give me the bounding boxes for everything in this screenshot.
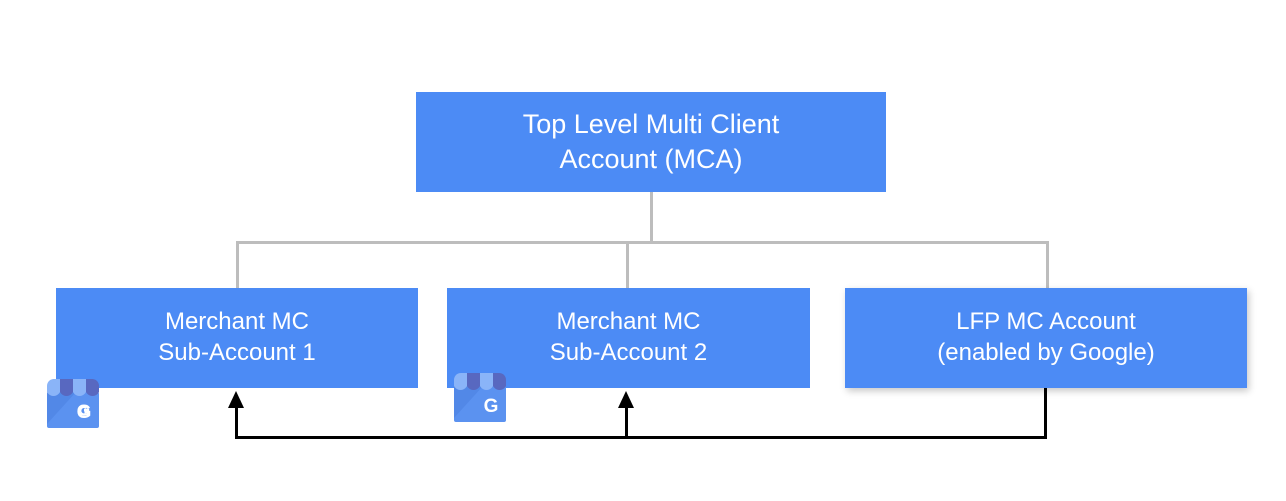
feedback-connector-sub-account-1-vertical (235, 404, 238, 437)
node-sub-account-1-line2: Sub-Account 1 (158, 339, 316, 366)
connector-drop-sub-account-1 (236, 241, 239, 290)
node-sub-account-2-line1: Merchant MC (556, 308, 701, 336)
arrowhead-into-sub-account-1 (228, 391, 244, 408)
arrowhead-into-sub-account-2 (618, 391, 634, 408)
node-top-level-mca-line1: Top Level Multi Client (522, 109, 780, 140)
node-lfp-mc-account: LFP MC Account (enabled by Google) (845, 288, 1247, 388)
store-icon-letter-2: G (484, 396, 499, 417)
node-top-level-mca: Top Level Multi Client Account (MCA) (416, 92, 886, 192)
node-sub-account-1-line1: Merchant MC (164, 308, 310, 336)
node-lfp-line2: (enabled by Google) (937, 339, 1155, 366)
google-business-profile-icon: G (47, 379, 99, 428)
node-lfp-line1: LFP MC Account (956, 308, 1136, 336)
node-merchant-mc-sub-account-1: Merchant MC Sub-Account 1 (56, 288, 418, 388)
connector-mca-stem (650, 192, 653, 243)
google-business-profile-icon: G (454, 373, 506, 422)
connector-horizontal-bus (236, 241, 1049, 244)
connector-drop-lfp (1046, 241, 1049, 290)
feedback-connector-lfp-vertical (1044, 388, 1047, 439)
node-merchant-mc-sub-account-2: Merchant MC Sub-Account 2 (447, 288, 810, 388)
store-icon-letter-1: G (77, 402, 92, 423)
feedback-connector-sub-account-2-vertical (625, 404, 628, 437)
node-top-level-mca-line2: Account (MCA) (559, 144, 743, 174)
connector-drop-sub-account-2 (626, 241, 629, 290)
feedback-connector-horizontal (235, 436, 1047, 439)
node-sub-account-2-line2: Sub-Account 2 (549, 339, 708, 366)
